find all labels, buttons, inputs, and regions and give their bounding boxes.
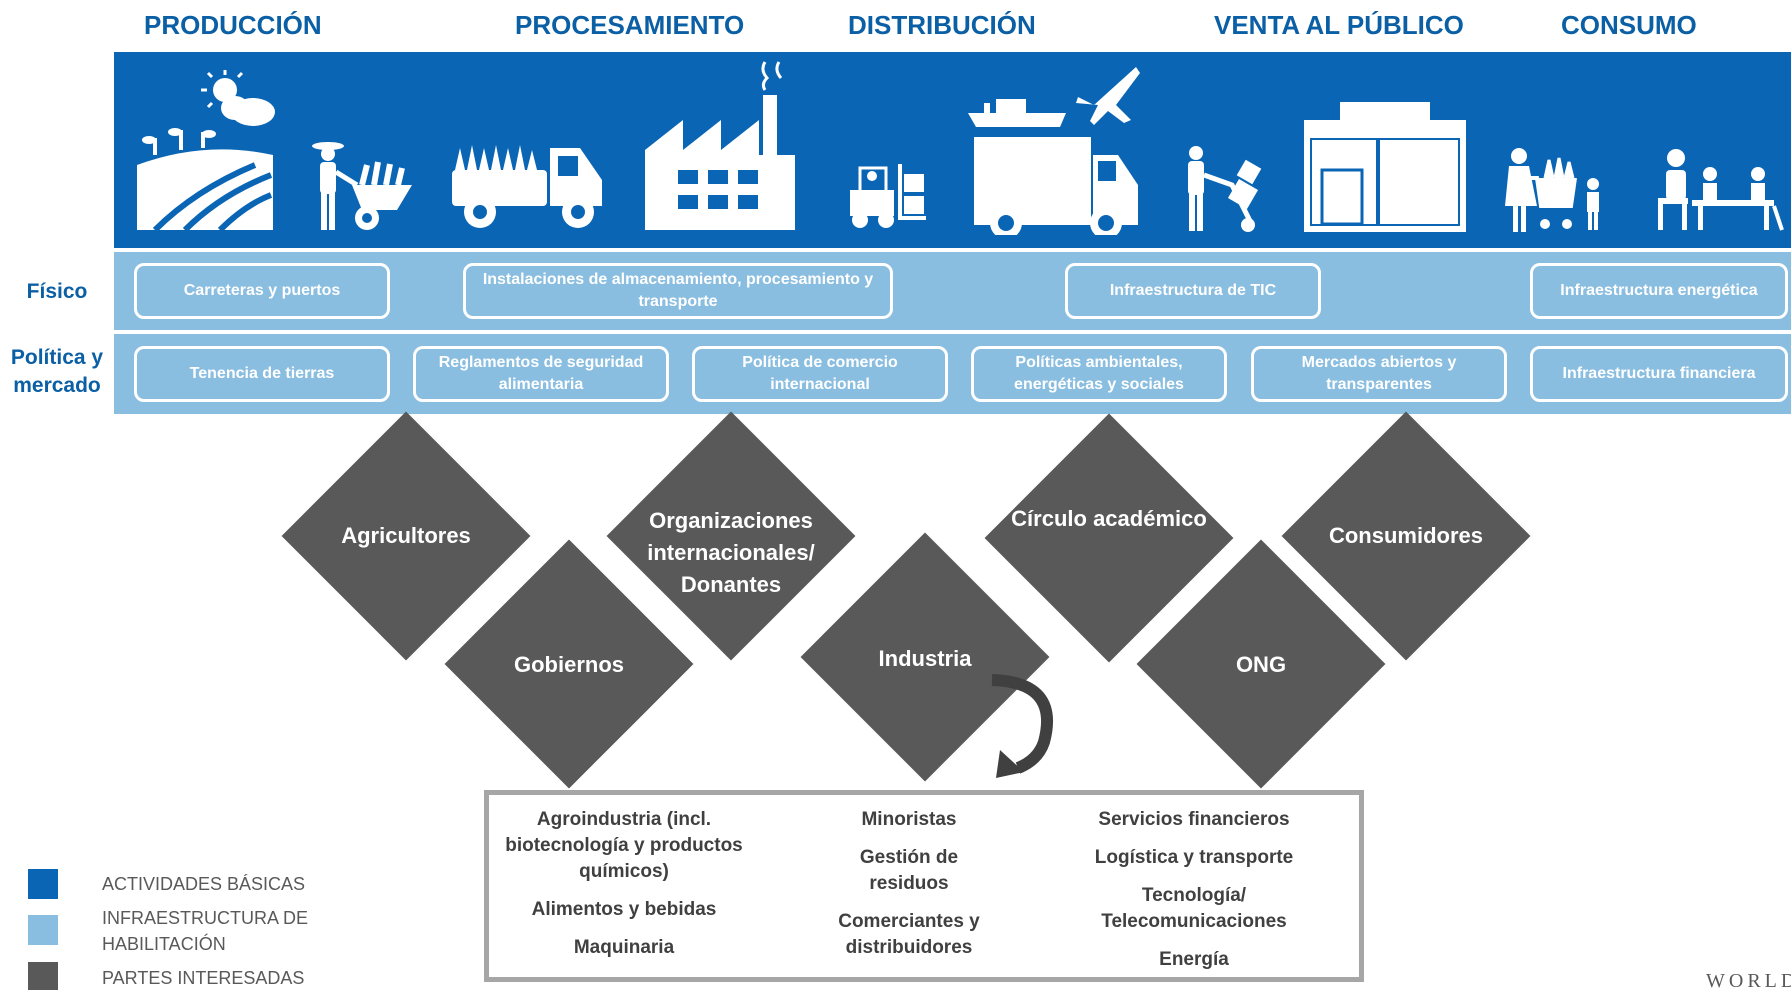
industry-detail-box: Agroindustria (incl. biotecnología y pro… [484,790,1364,982]
label-governments: Gobiernos [513,652,624,677]
industry-item: Comerciantes y distribuidores [838,911,980,958]
label-ngo: ONG [1235,652,1287,677]
pill-food-safety: Reglamentos de seguridad alimentaria [413,346,669,402]
stage-produccion: PRODUCCIÓN [144,10,322,40]
industry-item: Alimentos y bebidas [531,899,717,920]
industry-item: Minoristas [861,809,957,830]
core-activities-band [114,52,1791,248]
forklift-icon [850,164,926,228]
industry-item: Agroindustria (incl. biotecnología y pro… [505,809,743,882]
stage-distribucion: DISTRIBUCIÓN [848,10,1036,40]
pill-energy-infrastructure: Infraestructura energética [1530,263,1788,319]
industry-column-2: Minoristas Gestión de residuos Comercian… [829,807,989,973]
farmer-wheelbarrow-icon [312,142,412,230]
pill-environmental-policy: Políticas ambientales, energéticas y soc… [971,346,1227,402]
industry-item: Servicios financieros [1098,809,1290,830]
label-industry: Industria [878,646,972,671]
stage-consumo: CONSUMO [1561,10,1697,40]
industry-item: Logística y transporte [1094,847,1294,868]
sun-cloud-field-icon [137,70,275,233]
pill-open-markets: Mercados abiertos y transparentes [1251,346,1507,402]
label-academia: Círculo académico [1011,506,1207,531]
storefront-icon [1304,102,1466,232]
industry-item: Gestión de residuos [859,847,959,894]
legend-swatch-enabling [28,915,58,945]
pill-ict-infrastructure: Infraestructura de TIC [1065,263,1321,319]
stage-procesamiento: PROCESAMIENTO [515,10,745,40]
policy-market-band [114,334,1791,414]
hand-truck-worker-icon [1188,146,1262,232]
harvest-truck-icon [452,145,602,228]
pill-financial-infrastructure: Infraestructura financiera [1530,346,1788,402]
label-intl-orgs: Organizaciones internacionales/ Donantes [647,508,815,597]
label-farmers: Agricultores [341,523,471,548]
legend-swatch-core [28,869,58,899]
legend-label-core: ACTIVIDADES BÁSICAS [102,874,306,894]
pill-trade-policy: Política de comercio internacional [692,346,948,402]
curved-arrow-icon [991,674,1054,778]
world-logo: WORLD [1706,970,1791,992]
industry-column-1: Agroindustria (incl. biotecnología y pro… [499,807,749,973]
stage-venta: VENTA AL PÚBLICO [1214,10,1464,40]
physical-row-label: Físico [26,280,88,303]
physical-infrastructure-band [114,252,1791,330]
legend-label-enabling: INFRAESTRUCTURA DE HABILITACIÓN [102,908,309,954]
pill-roads-ports: Carreteras y puertos [134,263,390,319]
legend-label-stakeholders: PARTES INTERESADAS [102,968,305,988]
pill-land-tenure: Tenencia de tierras [134,346,390,402]
label-consumers: Consumidores [1328,523,1484,548]
ship-plane-truck-icon [968,67,1140,235]
industry-item: Maquinaria [573,937,675,958]
factory-icon [645,61,795,230]
industry-item: Tecnología/ Telecomunicaciones [1101,885,1287,932]
family-table-icon [1658,149,1784,231]
industry-column-3: Servicios financieros Logística y transp… [1089,807,1299,985]
industry-item: Energía [1159,949,1229,970]
policy-row-label: Política y mercado [10,346,104,397]
legend-swatch-stakeholders [28,962,58,990]
shopper-cart-icon [1505,148,1599,232]
pill-storage-processing: Instalaciones de almacenamiento, procesa… [463,263,893,319]
